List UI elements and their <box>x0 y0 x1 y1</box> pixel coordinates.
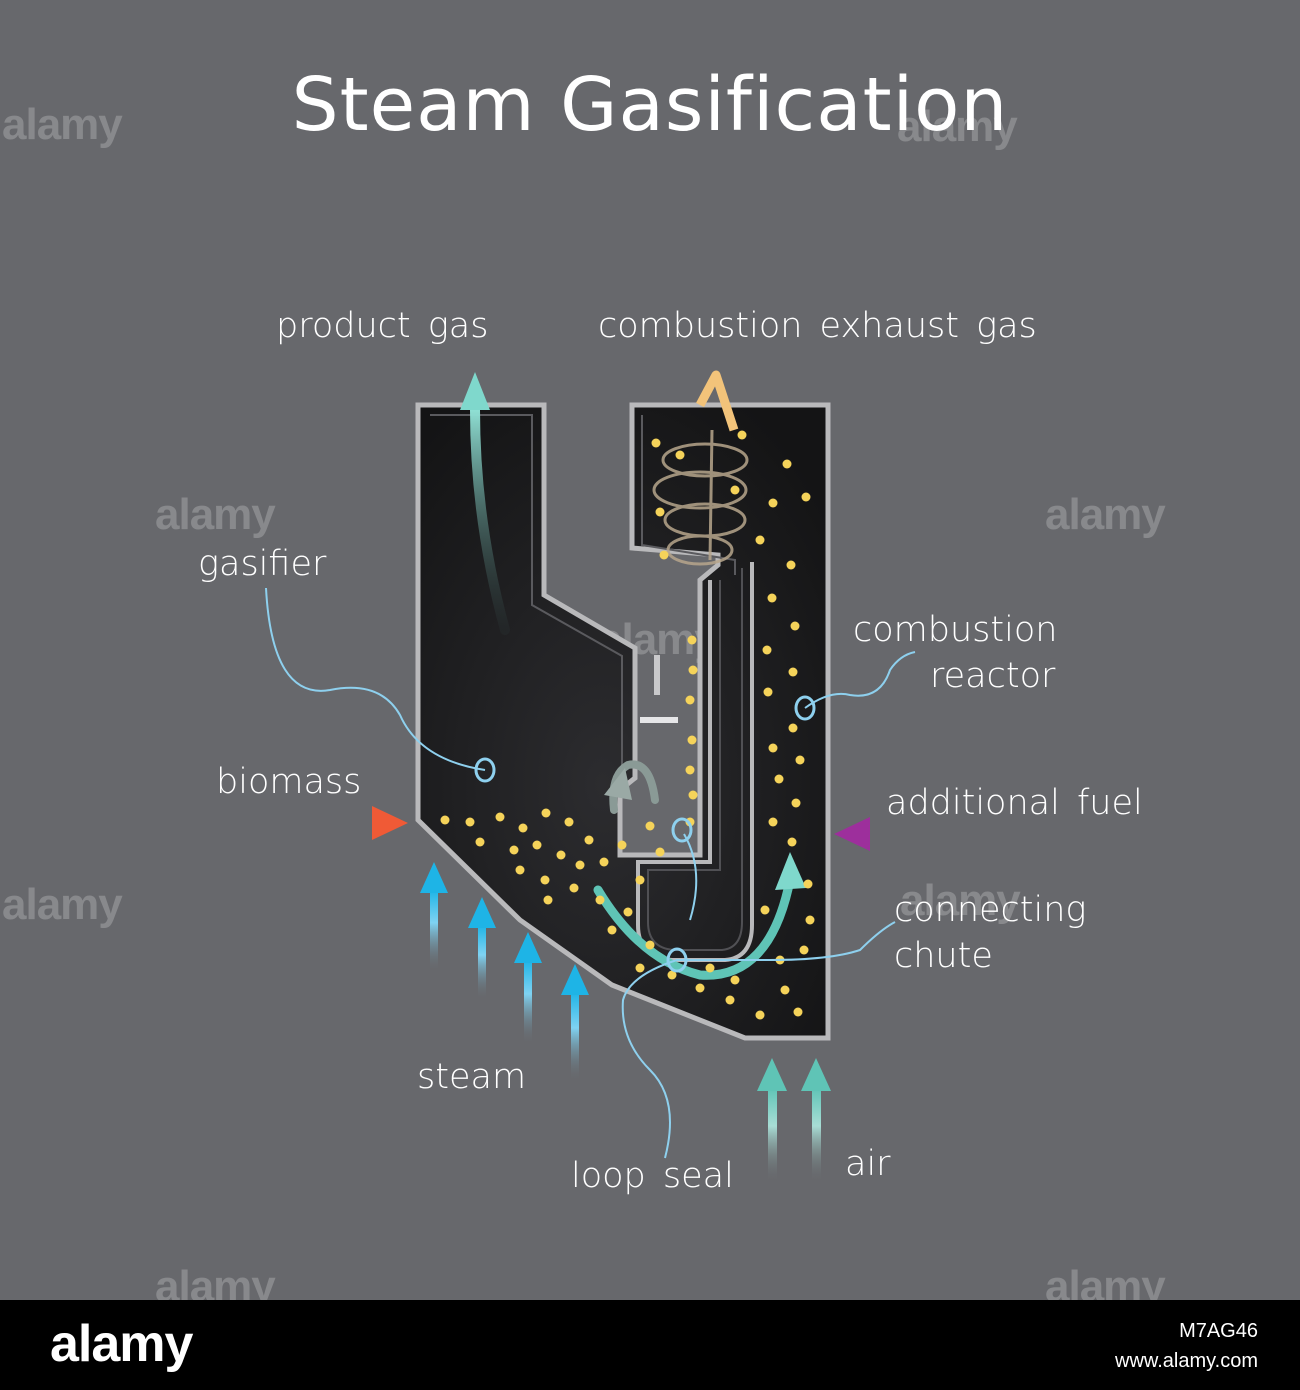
divider-mark <box>654 655 660 695</box>
biomass-label: biomass <box>216 762 362 802</box>
combustion-reactor-label-line1: combustion <box>853 610 1058 650</box>
air-label: air <box>845 1144 891 1184</box>
steam-label: steam <box>417 1057 527 1097</box>
additional-fuel-label: additional fuel <box>886 783 1143 823</box>
pointer-lines <box>265 587 916 1159</box>
gasifier-label: gasifier <box>198 544 327 584</box>
product-gas-flow-arrow <box>460 372 510 635</box>
solids-transfer-arrow <box>593 852 806 980</box>
watermark: alamy <box>155 490 276 539</box>
recirculation-arrow <box>604 760 659 814</box>
diagram-stage: Steam Gasification alamy alamy alamy ala… <box>2 62 1166 1311</box>
air-arrows <box>757 1058 831 1183</box>
diagram-title: Steam Gasification <box>291 62 1009 148</box>
biomass-arrow <box>212 806 408 840</box>
steam-arrow <box>468 897 496 1000</box>
connecting-chute-label-line1: connecting <box>894 890 1087 930</box>
additional-fuel-arrow <box>834 817 1143 851</box>
product-gas-label: product gas <box>276 306 489 346</box>
air-arrow <box>801 1058 831 1183</box>
steam-arrow <box>561 964 589 1082</box>
air-arrow <box>757 1058 787 1183</box>
pointer-targets <box>474 695 816 973</box>
footer-url: www.alamy.com <box>1115 1350 1258 1372</box>
connecting-chute-label-line2: chute <box>894 936 993 976</box>
combustion-reactor-label-line2: reactor <box>930 656 1056 696</box>
exhaust-gas-arrow <box>696 370 739 432</box>
divider-mark <box>640 717 678 723</box>
combustion-exhaust-gas-label: combustion exhaust gas <box>598 306 1037 346</box>
vessel-body <box>415 402 831 1041</box>
gasifier-diagram <box>212 370 1143 1183</box>
loop-seal-label: loop seal <box>571 1156 734 1196</box>
bed-particles <box>440 430 815 1020</box>
watermark: alamy <box>2 100 123 149</box>
watermark: alamy <box>2 880 123 929</box>
steam-arrow <box>514 932 542 1045</box>
watermark: alamy <box>900 876 1021 925</box>
footer-image-id: M7AG46 <box>1179 1320 1258 1342</box>
footer-bar: alamy M7AG46 www.alamy.com <box>0 1300 1300 1390</box>
steam-arrows <box>420 862 589 1082</box>
watermark: alamy <box>897 102 1018 151</box>
steam-arrow <box>420 862 448 972</box>
watermark: alamy <box>1045 490 1166 539</box>
exhaust-swirl <box>652 429 749 566</box>
footer-logo: alamy <box>50 1315 193 1373</box>
